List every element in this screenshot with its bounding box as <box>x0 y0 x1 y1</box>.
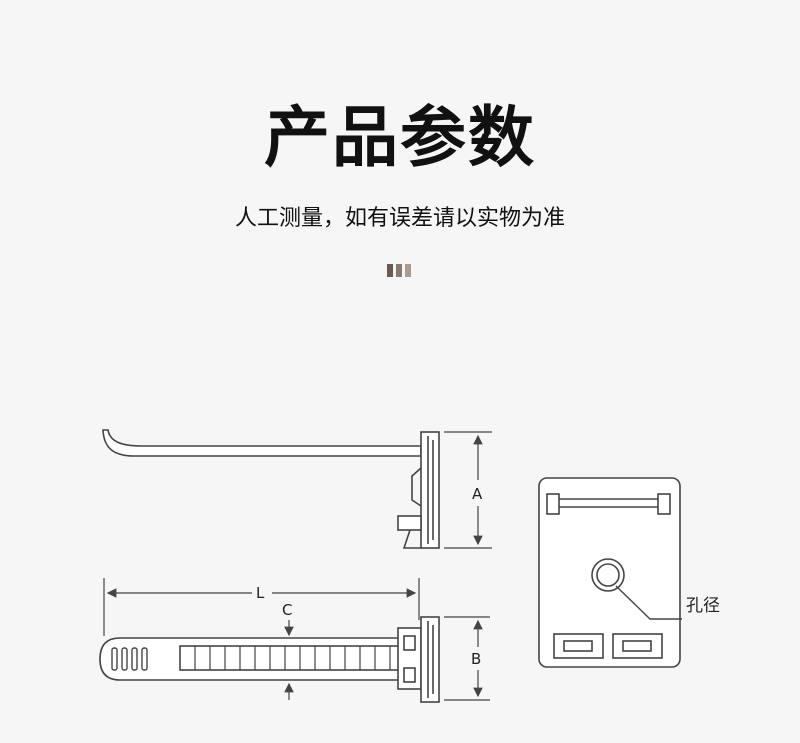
side-clip <box>411 467 422 507</box>
dimension-l <box>103 578 420 636</box>
dimension-b <box>444 616 490 701</box>
hole-leader-line <box>615 585 682 620</box>
front-teeth-band <box>179 645 401 671</box>
mark-1 <box>387 264 393 277</box>
front-view <box>99 616 440 703</box>
hole-inner <box>596 563 620 587</box>
front-head-plate <box>420 616 440 703</box>
label-l: L <box>256 584 265 602</box>
page-subtitle: 人工测量，如有误差请以实物为准 <box>234 206 565 231</box>
side-strap <box>102 429 422 457</box>
front-strap-slots <box>111 647 148 671</box>
label-c: C <box>282 601 292 619</box>
label-hole: 孔径 <box>686 596 720 616</box>
side-foot <box>402 529 421 549</box>
mark-2 <box>396 264 402 277</box>
decorative-marks <box>387 264 411 277</box>
label-a: A <box>472 485 483 503</box>
page-title: 产品参数 <box>264 99 536 176</box>
side-view <box>102 429 440 549</box>
front-teeth <box>194 646 391 670</box>
dimension-a <box>444 431 492 549</box>
mark-3 <box>405 264 411 277</box>
top-view <box>538 477 682 668</box>
side-tab <box>397 515 422 531</box>
label-b: B <box>471 650 481 668</box>
top-slot-left <box>546 493 560 515</box>
top-slot-right <box>657 493 671 515</box>
side-head-plate <box>420 431 440 549</box>
